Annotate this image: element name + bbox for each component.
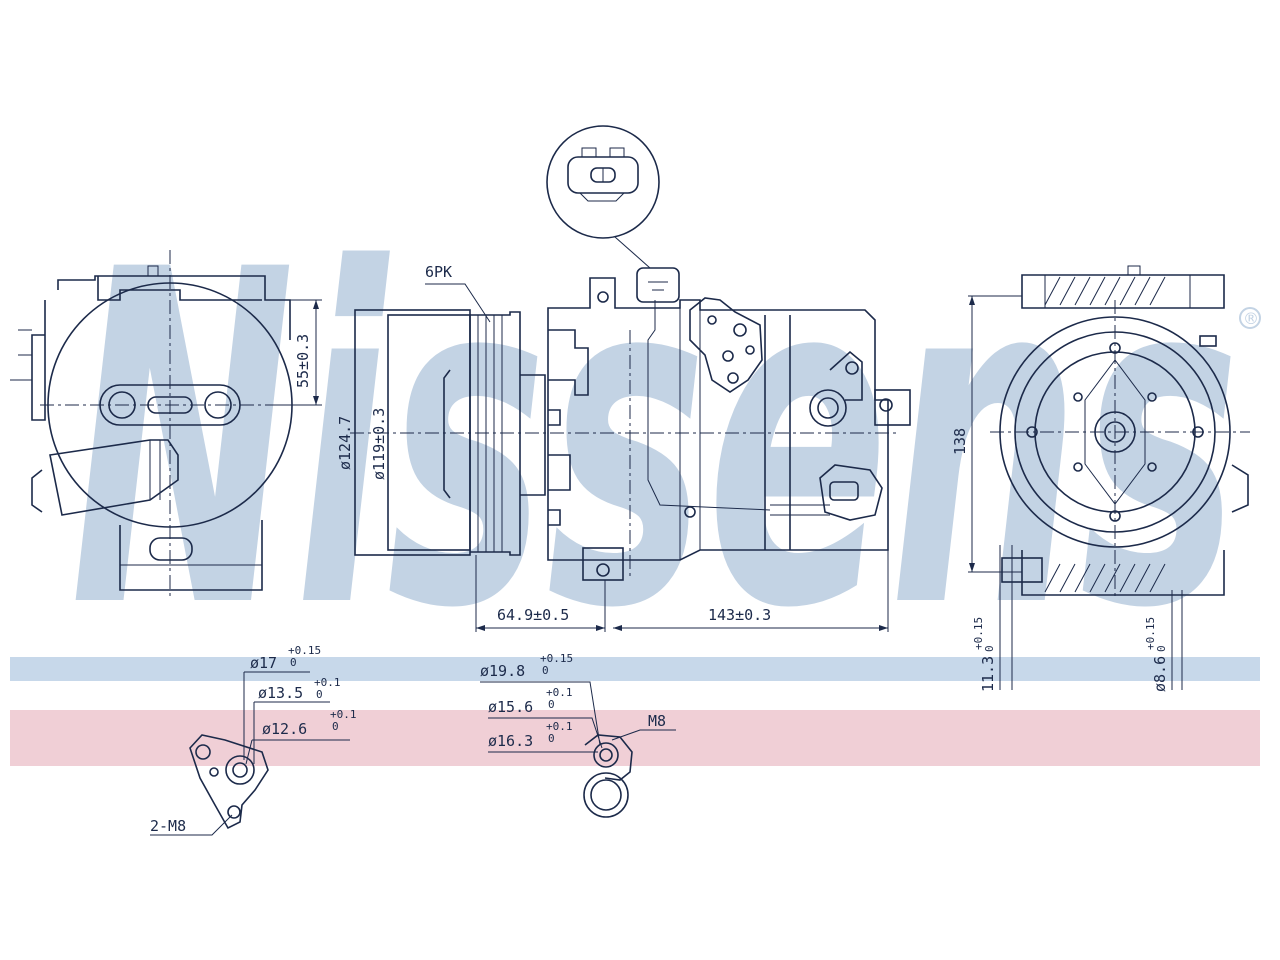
port-b-d198-tol-low: 0 (542, 664, 549, 677)
port-b-d163-tol-low: 0 (548, 732, 555, 745)
port-b-d198-tol: +0.15 (540, 652, 573, 665)
port-a-thread: 2-M8 (150, 817, 186, 835)
port-a-d126-tol: +0.1 (330, 708, 357, 721)
port-a-detail: ø17 +0.15 0 ø13.5 +0.1 0 ø12.6 +0.1 0 2-… (150, 644, 357, 836)
port-a-d135: ø13.5 (258, 684, 303, 702)
right-front-view: 138 11.3 +0.15 0 ø8.6 +0.15 0 (951, 265, 1250, 692)
dim-d119: ø119±0.3 (370, 408, 388, 480)
label-6pk: 6PK (425, 263, 452, 281)
port-b-d163-tol: +0.1 (546, 720, 573, 733)
port-b-detail: ø19.8 +0.15 0 ø15.6 +0.1 0 ø16.3 +0.1 0 … (480, 652, 676, 818)
port-b-thread: M8 (648, 712, 666, 730)
port-a-d17-tol: +0.15 (288, 644, 321, 657)
red-band (10, 710, 1260, 766)
dim-113: 11.3 (979, 656, 997, 692)
dim-86: ø8.6 (1151, 656, 1169, 692)
pulley-side-view: 6PK ø124.7 ø119±0.3 (336, 263, 900, 556)
blue-band (10, 657, 1260, 681)
dim-55: 55±0.3 (294, 334, 312, 388)
dim-113-tol-low: 0 (983, 645, 996, 652)
dim-138: 138 (951, 428, 969, 455)
port-a-d135-tol-low: 0 (316, 688, 323, 701)
watermark-logo-text: Nissens (70, 174, 1240, 709)
dim-d124: ø124.7 (336, 416, 354, 470)
port-a-d126-tol-low: 0 (332, 720, 339, 733)
port-b-d156-tol-low: 0 (548, 698, 555, 711)
registered-mark: ® (1243, 309, 1259, 328)
port-a-d17: ø17 (250, 654, 277, 672)
dim-113-tol: +0.15 (972, 617, 985, 650)
body-side-view: 64.9±0.5 143±0.3 (475, 125, 911, 632)
port-a-d17-tol-low: 0 (290, 656, 297, 669)
port-a-d135-tol: +0.1 (314, 676, 341, 689)
dim-143: 143±0.3 (708, 606, 771, 624)
port-a-d126: ø12.6 (262, 720, 307, 738)
dim-86-tol-low: 0 (1155, 645, 1168, 652)
port-b-d156: ø15.6 (488, 698, 533, 716)
dim-86-tol: +0.15 (1144, 617, 1157, 650)
port-b-d198: ø19.8 (480, 662, 525, 680)
port-b-d156-tol: +0.1 (546, 686, 573, 699)
left-rear-view: 55±0.3 (10, 250, 322, 600)
brand-watermark: Nissens ® (10, 174, 1261, 766)
dim-649: 64.9±0.5 (497, 606, 569, 624)
port-b-d163: ø16.3 (488, 732, 533, 750)
registered-mark-circle (1239, 307, 1261, 329)
